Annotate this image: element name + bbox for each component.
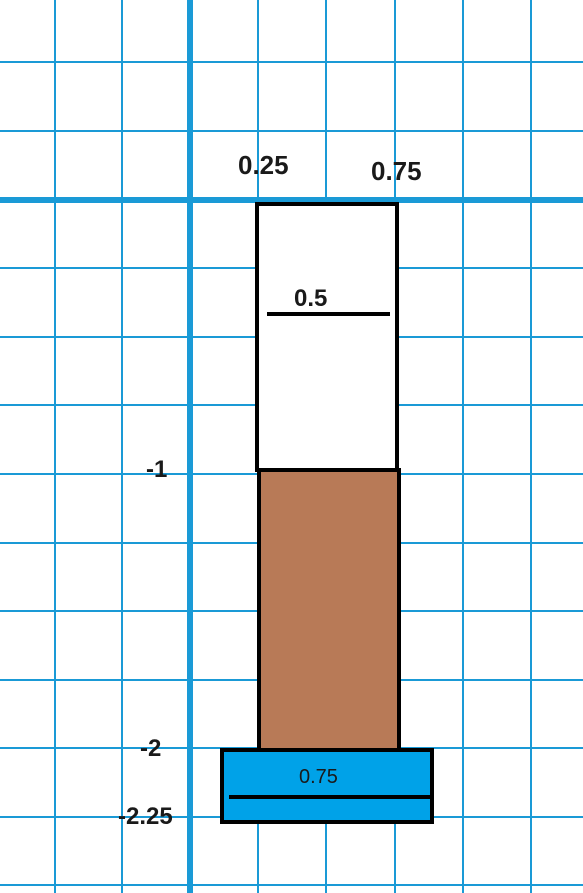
lower-marker-label: 0.75 (299, 766, 338, 788)
x-left-label: 0.25 (238, 150, 289, 180)
boundary-1-label: -1 (146, 456, 167, 483)
x-right-label: 0.75 (371, 156, 422, 186)
lower-block (220, 748, 434, 824)
boundary-2-label: -2 (140, 735, 161, 762)
boundary-3-label: -2.25 (118, 803, 173, 830)
middle-block (257, 468, 401, 752)
upper-block (255, 202, 399, 472)
upper-marker-label: 0.5 (294, 285, 327, 312)
